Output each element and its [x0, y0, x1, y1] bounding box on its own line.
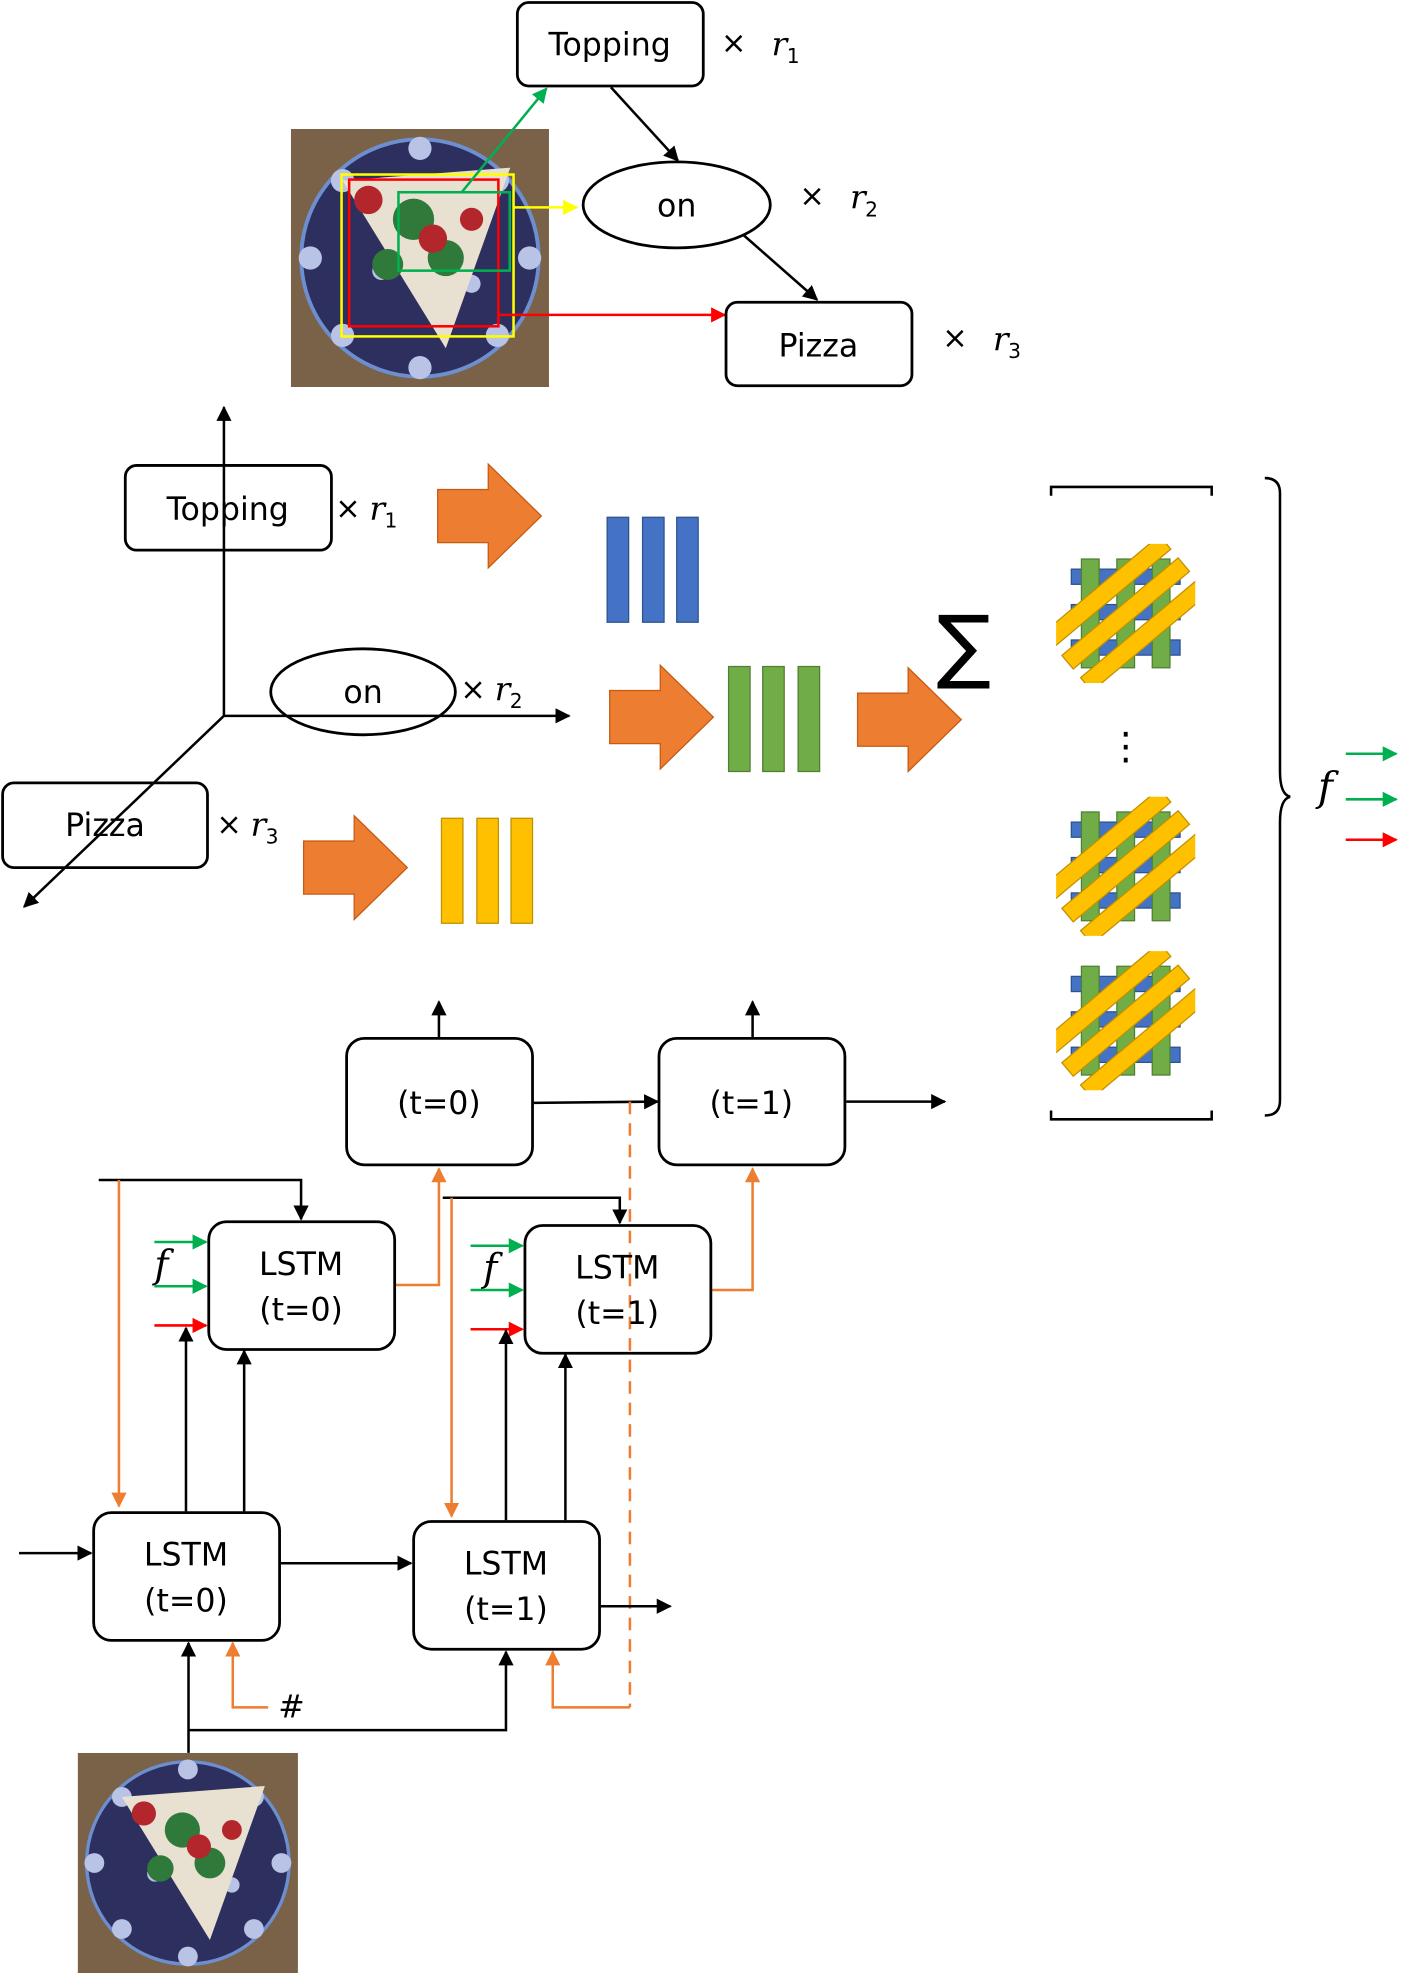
big-orange-arrow-4	[856, 666, 963, 773]
hash-symbol: #	[278, 1690, 305, 1726]
axes-node-on	[269, 647, 457, 737]
green-bar	[797, 665, 821, 773]
decoder-t1	[657, 1036, 847, 1167]
axes-node-pizza	[1, 781, 209, 870]
vertical-ellipsis: ⋮	[1107, 724, 1145, 768]
bbox-red	[347, 178, 500, 328]
lstm-upper-t0-label: LSTM	[259, 1247, 343, 1283]
lstm-lower-t0-time: (t=0)	[144, 1583, 228, 1619]
r2-label: r	[850, 178, 868, 217]
lstm-upper-t1	[523, 1224, 713, 1355]
times-sign: ×	[460, 672, 485, 707]
orange-edge	[395, 1167, 447, 1287]
decoder-t0	[345, 1036, 534, 1167]
axes-node-pizza-label: Pizza	[65, 808, 145, 844]
blue-bar	[606, 516, 630, 623]
decoder-t0-label: (t=0)	[397, 1086, 481, 1122]
axes-r2-subscript: 2	[510, 689, 523, 713]
r3-label: r	[993, 319, 1011, 358]
image-to-lstm-t1	[188, 1650, 514, 1732]
lstm-lower-t0-label: LSTM	[144, 1538, 228, 1574]
axes-r3-label: r	[250, 805, 268, 844]
big-orange-arrow-3	[302, 814, 409, 921]
node-pizza	[724, 300, 914, 388]
edge-topping-on	[610, 86, 679, 162]
weave-feature-icon-1	[1056, 543, 1196, 683]
summation-icon: ∑	[937, 599, 992, 693]
bbox-yellow	[340, 173, 515, 338]
yellow-bar	[476, 817, 500, 924]
yellow-bar	[510, 817, 534, 924]
lstm-lower-t1-time: (t=1)	[464, 1592, 548, 1628]
lstm-upper-t0-time: (t=0)	[259, 1292, 343, 1328]
blue-bar	[641, 516, 665, 623]
yellow-bar	[440, 817, 464, 924]
r3-subscript: 3	[1008, 339, 1021, 363]
lstm-upper-t0	[207, 1220, 397, 1351]
lstm-upper-t1-label: LSTM	[575, 1251, 659, 1287]
node-on	[581, 160, 772, 250]
node-on-label: on	[657, 188, 696, 224]
blue-bar	[676, 516, 699, 623]
axes-r3-subscript: 3	[266, 825, 279, 849]
times-sign: ×	[942, 321, 967, 356]
weave-feature-icon-3	[1056, 951, 1196, 1091]
orange-edge	[712, 1167, 761, 1292]
axes-r1-subscript: 1	[385, 508, 398, 532]
green-bars	[727, 665, 821, 773]
bbox-green	[397, 190, 512, 272]
axes-node-on-label: on	[343, 675, 382, 711]
pizza-photo-bottom	[76, 1752, 300, 1973]
orange-edge	[545, 1650, 630, 1709]
times-sign: ×	[799, 179, 824, 214]
f-label: f	[151, 1242, 174, 1286]
lstm-lower-t1	[412, 1520, 601, 1651]
green-bar	[762, 665, 785, 773]
blue-bars	[606, 516, 699, 623]
decoder-t1-label: (t=1)	[709, 1086, 793, 1122]
edge-decoder	[533, 1094, 660, 1110]
axes-node-topping	[123, 464, 333, 552]
matrix-bracket-top	[1049, 485, 1213, 496]
axes-node-topping-label: Topping	[166, 492, 289, 528]
matrix-bracket-bottom	[1049, 1110, 1213, 1121]
r1-label: r	[772, 25, 790, 64]
brace-icon	[1264, 476, 1291, 1117]
green-bar	[727, 665, 751, 773]
lstm-upper-t1-time: (t=1)	[575, 1296, 659, 1332]
edge-into-lstm-upper-t1	[442, 1196, 628, 1225]
lstm-lower-t0	[92, 1511, 281, 1642]
f-label: f	[1315, 763, 1339, 811]
axes-r2-label: r	[495, 670, 513, 709]
node-topping-label: Topping	[548, 28, 671, 64]
r2-subscript: 2	[865, 197, 878, 221]
node-pizza-label: Pizza	[779, 329, 859, 365]
weave-feature-icon-2	[1056, 796, 1196, 936]
orange-edge-hash	[225, 1641, 269, 1709]
big-orange-arrow-2	[609, 663, 715, 771]
lstm-lower-t1-label: LSTM	[464, 1547, 548, 1583]
axes-r1-label: r	[369, 489, 387, 528]
r1-subscript: 1	[787, 44, 800, 68]
f-label: f	[480, 1246, 503, 1290]
big-orange-arrow-1	[437, 462, 543, 570]
node-topping	[515, 1, 705, 88]
times-sign: ×	[216, 808, 241, 843]
axis-depth	[23, 714, 225, 908]
edge-into-lstm-upper-t0	[98, 1178, 309, 1221]
yellow-bars	[440, 817, 534, 924]
times-sign: ×	[721, 26, 746, 61]
green-arrow	[460, 87, 548, 194]
edge-on-pizza	[742, 234, 819, 301]
times-sign: ×	[335, 492, 360, 527]
